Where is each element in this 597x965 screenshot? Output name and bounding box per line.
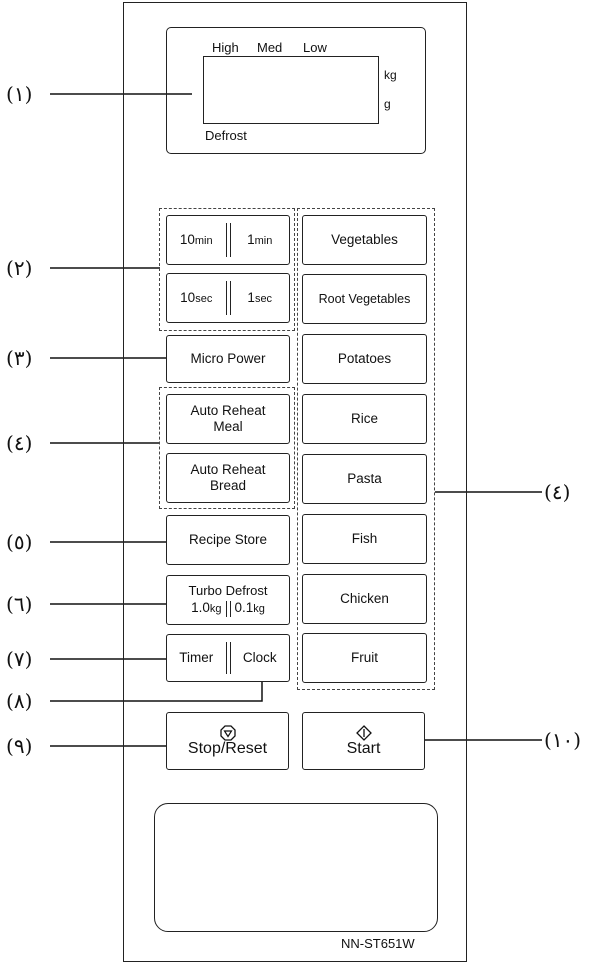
turbo-01kg-value: 0.1 [234, 600, 254, 615]
auto-reheat-bread-button[interactable]: Auto Reheat Bread [166, 453, 290, 503]
turbo-1kg-unit: kg [209, 603, 222, 615]
one-second-unit: sec [254, 292, 273, 305]
control-panel [123, 2, 467, 962]
power-level-low: Low [303, 40, 327, 55]
callout-4-left: (٤) [6, 431, 33, 455]
callout-7: (٧) [6, 647, 33, 671]
timer-button[interactable]: Timer [179, 650, 214, 665]
defrost-indicator: Defrost [205, 128, 247, 143]
callout-2: (٢) [6, 256, 33, 280]
food-button-label: Vegetables [331, 232, 398, 247]
ten-seconds-value: 10 [180, 289, 196, 305]
start-button[interactable]: Start [302, 712, 425, 770]
food-button-pasta[interactable]: Pasta [302, 454, 427, 504]
ten-seconds-unit: sec [195, 292, 213, 305]
auto-reheat-meal-button[interactable]: Auto Reheat Meal [166, 394, 290, 444]
time-seconds-button-row: 10sec 1sec [166, 273, 290, 323]
turbo-01kg-unit: kg [253, 603, 265, 615]
clock-button[interactable]: Clock [242, 650, 277, 665]
food-button-label: Pasta [347, 471, 382, 486]
food-button-label: Rice [350, 411, 378, 426]
panel-recess [154, 803, 438, 932]
time-minutes-button-row: 10min 1min [166, 215, 290, 265]
callout-6: (٦) [6, 592, 33, 616]
food-button-chicken[interactable]: Chicken [302, 574, 427, 624]
turbo-defrost-weights: 1.0kg 0.1kg [167, 600, 289, 617]
food-button-label: Fruit [351, 650, 378, 665]
button-divider [225, 281, 231, 315]
food-button-label: Potatoes [337, 351, 392, 366]
auto-reheat-bread-line1: Auto Reheat [190, 462, 266, 477]
stop-reset-button[interactable]: Stop/Reset [166, 712, 289, 770]
button-divider [225, 223, 231, 257]
ten-minutes-unit: min [194, 234, 213, 247]
turbo-defrost-1kg-button[interactable]: 1.0kg [191, 600, 221, 617]
callout-5: (٥) [6, 530, 33, 554]
food-button-root-vegetables[interactable]: Root Vegetables [302, 274, 427, 324]
one-minute-value: 1 [247, 231, 255, 247]
button-divider [225, 600, 231, 617]
callout-10: (١٠) [544, 728, 582, 752]
food-button-rice[interactable]: Rice [302, 394, 427, 444]
stop-reset-label: Stop/Reset [187, 740, 268, 757]
leader-line-8 [50, 676, 263, 702]
model-number: NN-ST651W [341, 936, 415, 951]
food-button-label: Root Vegetables [318, 292, 411, 306]
turbo-defrost-title: Turbo Defrost [188, 583, 268, 598]
power-level-med: Med [257, 40, 283, 55]
ten-minutes-button[interactable]: 10min [167, 232, 226, 249]
one-second-button[interactable]: 1sec [231, 290, 290, 307]
button-divider [225, 641, 231, 675]
display-window [166, 27, 426, 154]
one-minute-unit: min [254, 234, 273, 247]
auto-reheat-bread-line2: Bread [209, 478, 247, 493]
food-button-label: Fish [351, 531, 378, 546]
food-button-fish[interactable]: Fish [302, 514, 427, 564]
recipe-store-label: Recipe Store [188, 532, 268, 547]
turbo-defrost-button: Turbo Defrost 1.0kg 0.1kg [166, 575, 290, 625]
timer-clock-button-row: Timer Clock [166, 634, 290, 682]
power-level-high: High [212, 40, 239, 55]
one-second-value: 1 [247, 289, 255, 305]
callout-8: (٨) [6, 689, 33, 713]
unit-kg: kg [384, 68, 397, 82]
recipe-store-button[interactable]: Recipe Store [166, 515, 290, 565]
ten-minutes-value: 10 [179, 231, 195, 247]
lcd-screen [203, 56, 379, 124]
one-minute-button[interactable]: 1min [231, 232, 290, 249]
turbo-defrost-01kg-button[interactable]: 0.1kg [235, 600, 265, 617]
auto-reheat-meal-line2: Meal [213, 419, 243, 434]
callout-3: (٣) [6, 346, 33, 370]
turbo-1kg-value: 1.0 [191, 600, 210, 615]
auto-reheat-meal-line1: Auto Reheat [190, 403, 266, 418]
start-label: Start [346, 740, 381, 757]
ten-seconds-button[interactable]: 10sec [167, 290, 226, 307]
unit-g: g [384, 97, 391, 111]
callout-4-right: (٤) [544, 480, 571, 504]
food-button-potatoes[interactable]: Potatoes [302, 334, 427, 384]
callout-9: (٩) [6, 734, 33, 758]
food-button-label: Chicken [340, 591, 389, 606]
callout-1: (١) [6, 82, 33, 106]
start-diamond-icon [355, 725, 372, 741]
food-button-vegetables[interactable]: Vegetables [302, 215, 427, 265]
stop-octagon-icon [219, 725, 236, 741]
auto-cook-group [297, 208, 435, 690]
micro-power-button[interactable]: Micro Power [166, 335, 290, 383]
time-entry-group [159, 208, 295, 331]
micro-power-label: Micro Power [190, 351, 266, 366]
food-button-fruit[interactable]: Fruit [302, 633, 427, 683]
auto-reheat-group [159, 387, 295, 509]
